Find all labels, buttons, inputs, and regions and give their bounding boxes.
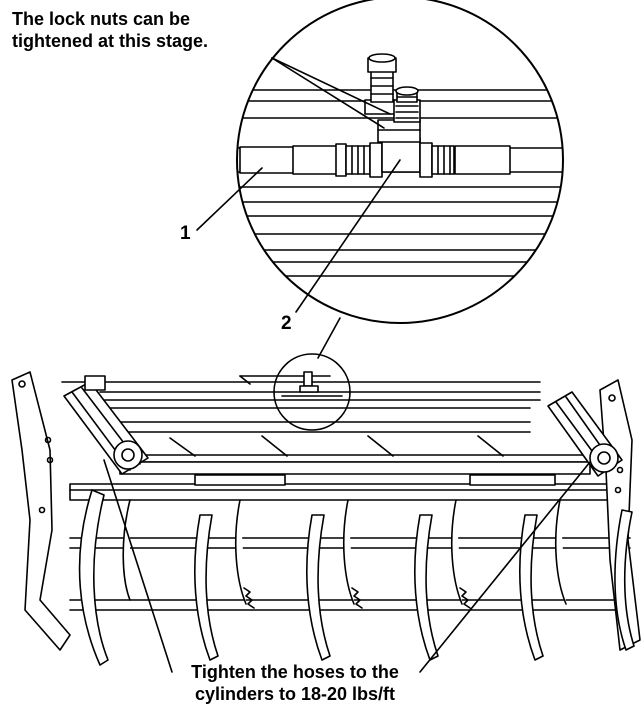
hose-torque-note-line1: Tighten the hoses to the [191, 662, 399, 682]
grapple-tines [78, 489, 635, 666]
leader-line-1 [196, 167, 263, 231]
top-callout-leaders [271, 57, 391, 129]
small-tee-fitting [281, 371, 343, 397]
callout-label-1: 1 [180, 223, 191, 244]
callout-label-2: 2 [281, 313, 292, 334]
tine-serrations [243, 587, 471, 609]
hose-torque-note-line2: cylinders to 18-20 lbs/ft [194, 684, 396, 704]
leader-line-2 [295, 159, 401, 313]
detail-magnifier [236, 0, 564, 324]
lock-nuts-note-line2: tightened at this stage. [12, 31, 209, 51]
pipe-fitting [335, 137, 455, 178]
lock-nuts-note-line1: The lock nuts can be [12, 9, 191, 29]
left-cylinder [63, 375, 149, 475]
detail-location-circle [273, 353, 351, 431]
grapple-assembly [11, 353, 641, 666]
right-cylinder [547, 391, 623, 477]
hose-torque-note: Tighten the hoses to the cylinders to 18… [170, 661, 420, 705]
bottom-callout-leaders [103, 459, 591, 673]
lock-nuts-note: The lock nuts can be tightened at this s… [12, 8, 208, 52]
magnifier-connector [317, 317, 341, 359]
tee-fitting [364, 53, 421, 143]
